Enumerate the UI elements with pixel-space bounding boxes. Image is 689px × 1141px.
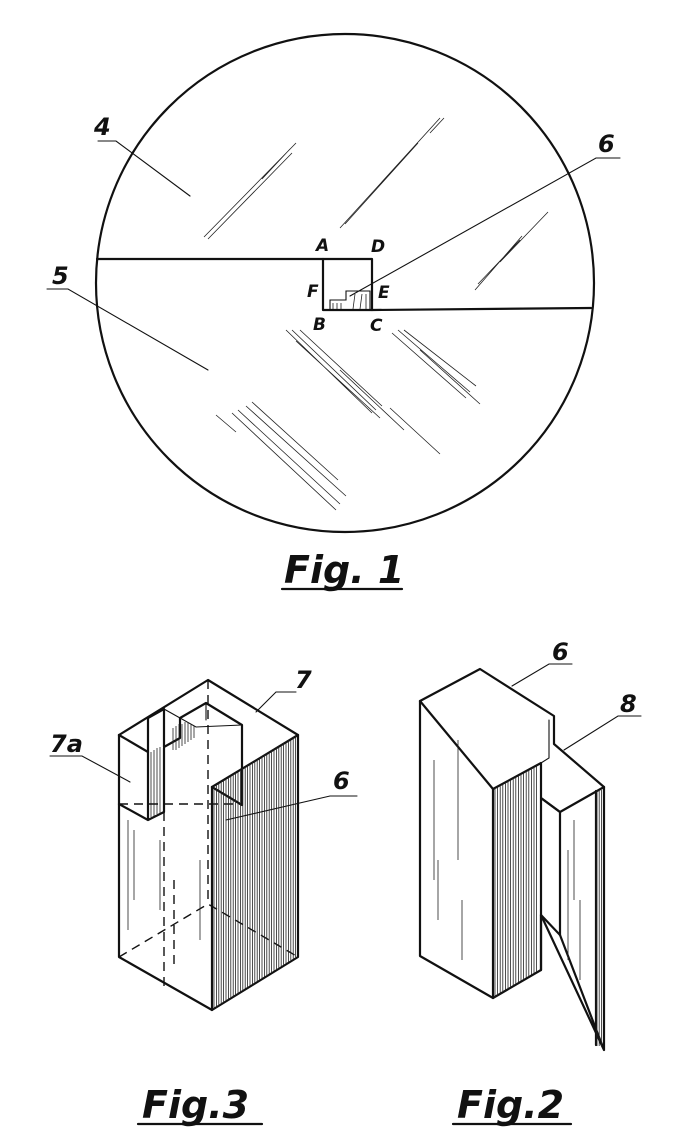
leader-8 <box>563 715 642 751</box>
ref-7-label: 7 <box>295 666 312 694</box>
figure-3: 7 7a 6 Fig.3 <box>49 666 358 1127</box>
leader-5 <box>46 288 209 371</box>
figure-3-caption: Fig.3 <box>142 1083 249 1127</box>
hidden-lines <box>118 680 299 990</box>
figure-1-caption: Fig. 1 <box>284 548 404 592</box>
lower-cut-line <box>370 306 593 312</box>
rectangle-abcd <box>321 257 374 312</box>
right-face-hatch <box>213 735 296 1009</box>
point-e-label: E <box>378 283 390 303</box>
leader-7a <box>49 755 131 783</box>
small-piece-hatch <box>332 293 367 310</box>
ingot-cross-section-circle <box>94 32 596 534</box>
leader-7 <box>255 691 297 713</box>
point-d-label: D <box>371 237 385 257</box>
hatch-region-5 <box>215 329 481 511</box>
ref-8-label: 8 <box>620 690 637 718</box>
ref-7a-label: 7a <box>50 730 83 758</box>
left-face-marks <box>127 820 201 940</box>
point-f-label: F <box>307 282 319 302</box>
flange-back-edge <box>539 789 598 1047</box>
cavity-inner-wall <box>163 702 243 728</box>
ref-4-label: 4 <box>93 113 111 141</box>
piece-7a <box>117 746 166 822</box>
point-a-label: A <box>314 236 329 256</box>
bar-side-face <box>491 796 562 1000</box>
point-b-label: B <box>313 315 326 335</box>
leader-6-fig2 <box>511 663 573 687</box>
bar-notch <box>540 719 550 764</box>
ref-6-fig2-label: 6 <box>552 638 569 666</box>
cavity-hatch <box>172 722 195 750</box>
point-c-label: C <box>370 316 383 336</box>
bar-left-face <box>418 699 495 1000</box>
figure-2-caption: Fig.2 <box>457 1083 564 1127</box>
leader-6 <box>349 157 621 297</box>
piece-7a-side-hatch <box>150 747 161 817</box>
cavity-outline <box>117 701 244 807</box>
flange-face <box>539 785 606 1052</box>
ref-6-fig3-label: 6 <box>333 767 350 795</box>
hatch-region-4 <box>203 117 549 291</box>
figure-1: A D F E B C 4 5 6 Fig. 1 <box>46 32 621 592</box>
leader-4 <box>97 140 191 197</box>
bar-front-marks <box>433 740 581 980</box>
leader-6-fig3 <box>225 795 358 821</box>
figure-2: 6 8 Fig.2 <box>418 638 642 1127</box>
ref-6-label: 6 <box>598 130 615 158</box>
bar-side-hatch <box>494 765 602 1046</box>
ref-5-label: 5 <box>52 262 69 290</box>
small-stepped-piece <box>329 290 371 311</box>
bar-top-face <box>418 667 606 814</box>
